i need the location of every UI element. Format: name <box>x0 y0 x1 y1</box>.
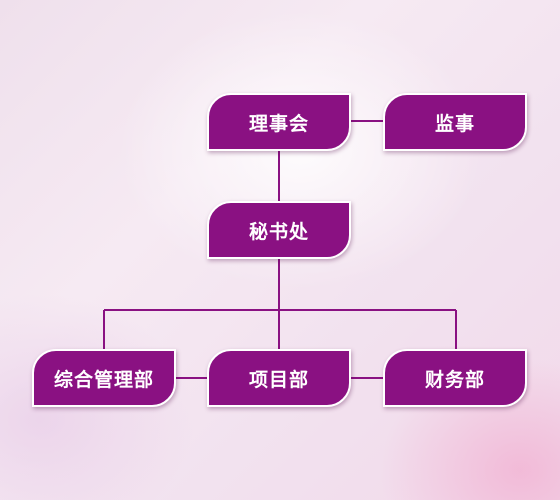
node-supervisor-label: 监事 <box>434 112 475 135</box>
node-finance-department: 财务部 <box>383 349 527 407</box>
node-project-department: 项目部 <box>207 349 351 407</box>
node-project-label: 项目部 <box>248 368 309 391</box>
node-supervisor: 监事 <box>383 93 527 151</box>
node-secretariat-label: 秘书处 <box>248 220 309 243</box>
node-secretariat: 秘书处 <box>207 201 351 259</box>
node-admin-label: 综合管理部 <box>53 368 154 391</box>
node-board-label: 理事会 <box>248 112 309 135</box>
node-admin-department: 综合管理部 <box>32 349 176 407</box>
node-board: 理事会 <box>207 93 351 151</box>
node-finance-label: 财务部 <box>424 368 485 391</box>
